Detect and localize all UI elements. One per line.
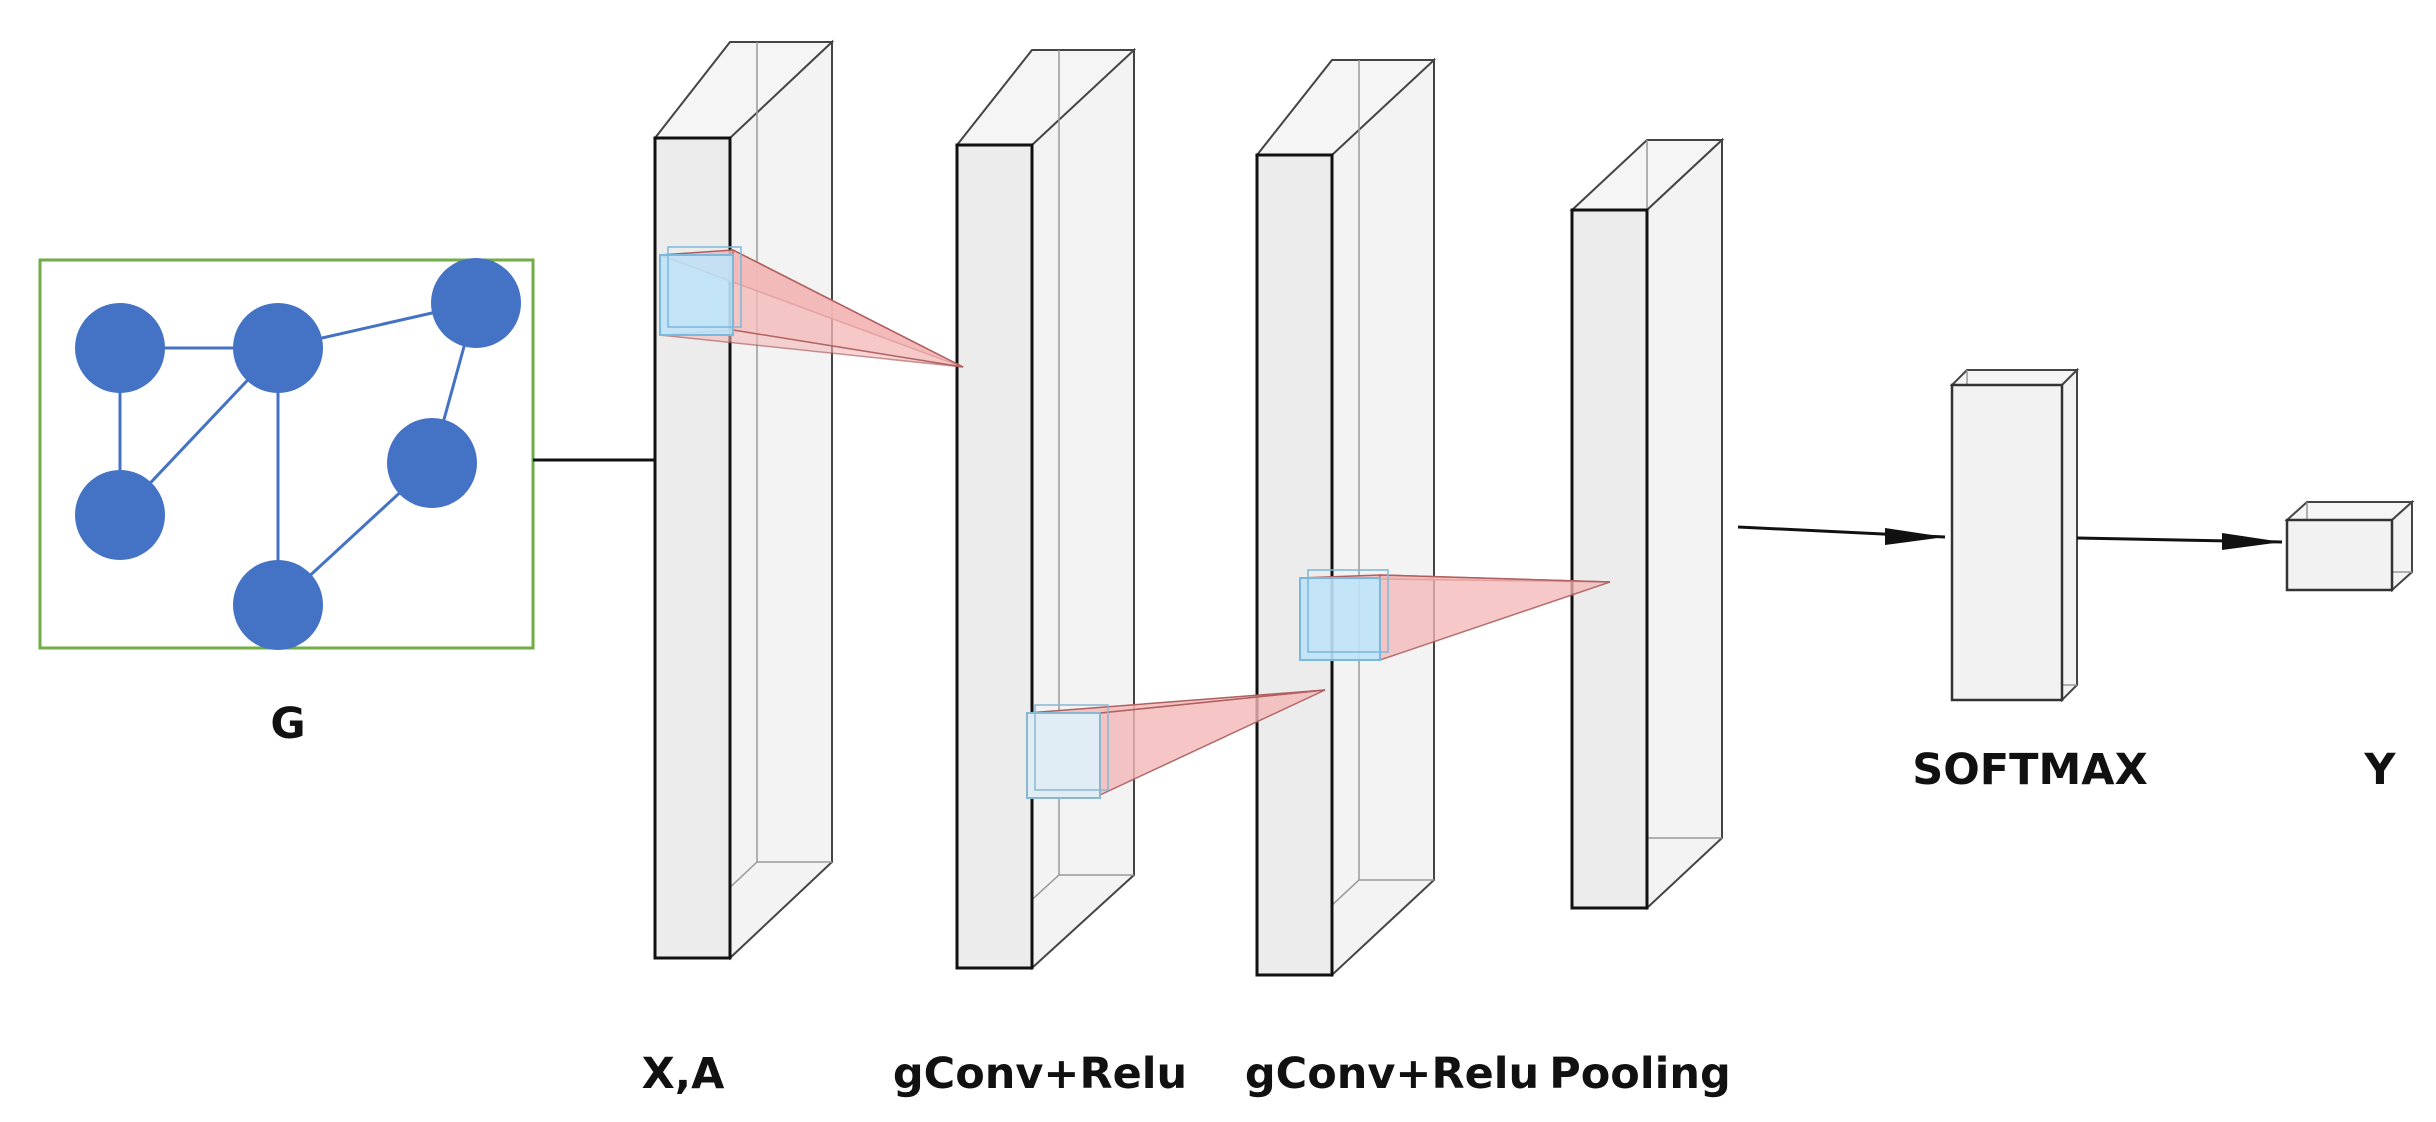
kernel-box xyxy=(1299,577,1381,661)
kernel-box xyxy=(659,254,734,336)
output-label: Y xyxy=(2363,745,2396,795)
gconv1-layer-slab xyxy=(954,47,1137,971)
graph-node xyxy=(233,303,323,393)
graph-node xyxy=(387,418,477,508)
gconv1-layer-label: gConv+Relu xyxy=(893,1049,1187,1099)
graph-node xyxy=(233,560,323,650)
output-box-front xyxy=(2285,518,2394,592)
gconv2-layer-front xyxy=(1255,153,1334,977)
arrowhead xyxy=(1885,528,1945,545)
kernel-box xyxy=(1026,712,1101,799)
graph-node xyxy=(75,470,165,560)
graph-label: G xyxy=(270,699,305,749)
gconv2-layer-slab xyxy=(1254,57,1437,978)
softmax-layer-box xyxy=(1949,367,2080,703)
softmax-layer-front xyxy=(1950,383,2064,702)
graph-node xyxy=(75,303,165,393)
input-layer-label: X,A xyxy=(642,1049,725,1099)
output-box xyxy=(2284,499,2415,593)
graph-nodes xyxy=(75,258,521,650)
receptive-field-2 xyxy=(1026,689,1326,799)
input-layer-slab xyxy=(652,39,835,961)
arrowhead xyxy=(2222,533,2282,550)
graph-node xyxy=(431,258,521,348)
pooling-layer-label: Pooling xyxy=(1549,1049,1730,1099)
softmax-layer-label: SOFTMAX xyxy=(1912,745,2147,795)
gconv2-layer-label: gConv+Relu xyxy=(1245,1049,1539,1099)
pooling-layer-slab xyxy=(1569,137,1725,911)
pooling-layer-front xyxy=(1570,208,1649,910)
receptive-field-3 xyxy=(1299,569,1611,662)
receptive-field-1 xyxy=(659,246,964,368)
input-graph: G xyxy=(38,258,535,749)
gconv1-layer-front xyxy=(955,143,1034,970)
